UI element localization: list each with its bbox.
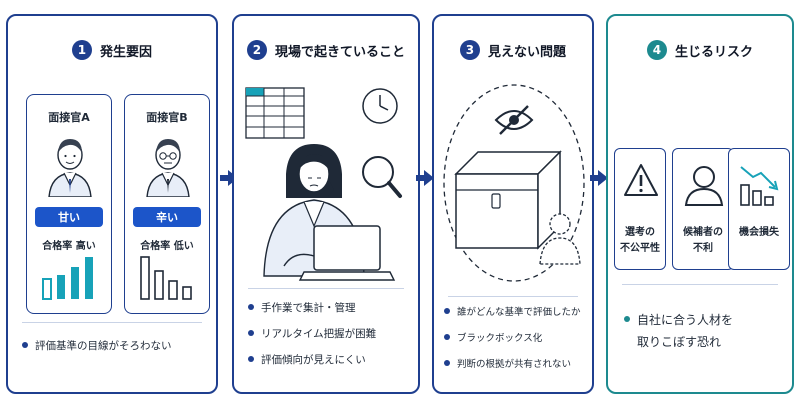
divider (622, 284, 778, 285)
risk-label-line: 不利 (693, 243, 713, 254)
risk-label-line: 候補者の (683, 227, 723, 238)
pass-rate-label: 合格率 低い (140, 241, 194, 252)
arrow-right-icon (590, 170, 608, 186)
bullet-item-continued: 取りこぼす恐れ (624, 330, 782, 352)
bullet-list: 自社に合う人材を 取りこぼす恐れ (624, 308, 782, 352)
bullet-item: 自社に合う人材を (624, 308, 782, 330)
person-icon (48, 139, 92, 197)
bullet-dot (248, 356, 254, 362)
panel-title: 生じるリスク (674, 44, 753, 60)
table-icon (245, 87, 305, 139)
panel-hidden-problem: 3 見えない問題 誰がどんな基準で評価したか ブラックボックス化 判断の根拠が共… (432, 14, 594, 394)
panel-header: 3 見えない問題 (434, 40, 592, 60)
bullet-text: ブラックボックス化 (457, 333, 543, 344)
panel-risk: 4 生じるリスク 選考の不公平性 候補者の不利 機会損失 自社に合う人材を 取り… (606, 14, 794, 394)
laptop-icon (298, 225, 396, 281)
risk-label: 機会損失 (729, 225, 789, 241)
bullet-dot (248, 304, 254, 310)
interviewer-card-a: 面接官A 甘い 合格率 高い (26, 94, 112, 314)
chart-down-icon (740, 166, 779, 206)
bullet-item: 評価傾向が見えにくい (248, 348, 408, 370)
risk-label: 選考の不公平性 (615, 225, 665, 257)
panel-field: 2 現場で起きていること (232, 14, 420, 394)
step-number: 2 (246, 40, 267, 60)
bar-chart-falling (140, 256, 192, 300)
divider (248, 288, 404, 289)
eye-slash-icon (494, 105, 534, 135)
bullet-item: 手作業で集計・管理 (248, 296, 408, 318)
panel-header: 4 生じるリスク (608, 40, 792, 60)
panel-title: 見えない問題 (487, 44, 566, 60)
interviewer-name: 面接官B (146, 111, 188, 124)
magnifier-icon (362, 156, 402, 198)
badge-lenient: 甘い (35, 207, 103, 227)
box-icon (454, 150, 562, 250)
risk-label-line: 不公平性 (620, 243, 660, 254)
bar-chart-rising (42, 257, 93, 300)
bullet-dot (22, 342, 28, 348)
bullet-item: ブラックボックス化 (444, 326, 582, 348)
bullet-text: 評価基準の目線がそろわない (35, 339, 172, 352)
person-glasses-icon (146, 139, 190, 197)
panel-header: 1 発生要因 (8, 40, 216, 60)
bullet-dot (444, 360, 450, 366)
bullet-list: 手作業で集計・管理 リアルタイム把握が困難 評価傾向が見えにくい (248, 296, 408, 370)
risk-opportunity-loss: 機会損失 (728, 148, 790, 270)
arrow-right-icon (416, 170, 434, 186)
clock-icon (362, 88, 398, 124)
divider (22, 322, 202, 323)
bullet-dot (444, 308, 450, 314)
divider (448, 296, 578, 297)
warning-icon (624, 164, 658, 196)
interviewer-name: 面接官A (48, 111, 90, 124)
bullet-item: 判断の根拠が共有されない (444, 352, 582, 374)
step-number: 4 (646, 40, 667, 60)
bullet-dot (624, 316, 630, 322)
panel-title: 発生要因 (99, 44, 152, 60)
bullet-dot (444, 334, 450, 340)
office-worker-illustration (245, 87, 402, 281)
bullet-text: リアルタイム把握が困難 (261, 327, 377, 340)
pass-rate-label: 合格率 高い (42, 241, 96, 252)
badge-strict: 辛い (133, 207, 201, 227)
bullet-dot (248, 330, 254, 336)
bullet-text: 手作業で集計・管理 (261, 301, 356, 314)
interviewer-card-b: 面接官B 辛い 合格率 低い (124, 94, 210, 314)
risk-label: 候補者の不利 (673, 225, 733, 257)
step-number: 1 (71, 40, 92, 60)
panel-header: 2 現場で起きていること (234, 40, 418, 60)
bullet-item: 評価基準の目線がそろわない (22, 334, 206, 356)
bullet-text: 取りこぼす恐れ (637, 334, 722, 349)
risk-label-line: 選考の (625, 227, 655, 238)
bullet-text: 評価傾向が見えにくい (261, 353, 366, 366)
bullet-list: 評価基準の目線がそろわない (22, 334, 206, 356)
bullet-text: 自社に合う人材を (637, 312, 734, 327)
bullet-list: 誰がどんな基準で評価したか ブラックボックス化 判断の根拠が共有されない (444, 300, 582, 374)
risk-candidate-disadvantage: 候補者の不利 (672, 148, 734, 270)
risk-label-line: 機会損失 (739, 227, 779, 238)
bullet-text: 判断の根拠が共有されない (457, 359, 572, 370)
bullet-item: 誰がどんな基準で評価したか (444, 300, 582, 322)
black-box-illustration (443, 84, 585, 282)
bullet-item: リアルタイム把握が困難 (248, 322, 408, 344)
user-silhouette-icon (539, 213, 581, 265)
risk-unfairness: 選考の不公平性 (614, 148, 666, 270)
step-number: 3 (459, 40, 480, 60)
panel-cause: 1 発生要因 面接官A 甘い 合格率 高い 面接官B (6, 14, 218, 394)
user-icon (684, 166, 724, 206)
bullet-text: 誰がどんな基準で評価したか (457, 307, 581, 318)
panel-title: 現場で起きていること (274, 44, 405, 60)
